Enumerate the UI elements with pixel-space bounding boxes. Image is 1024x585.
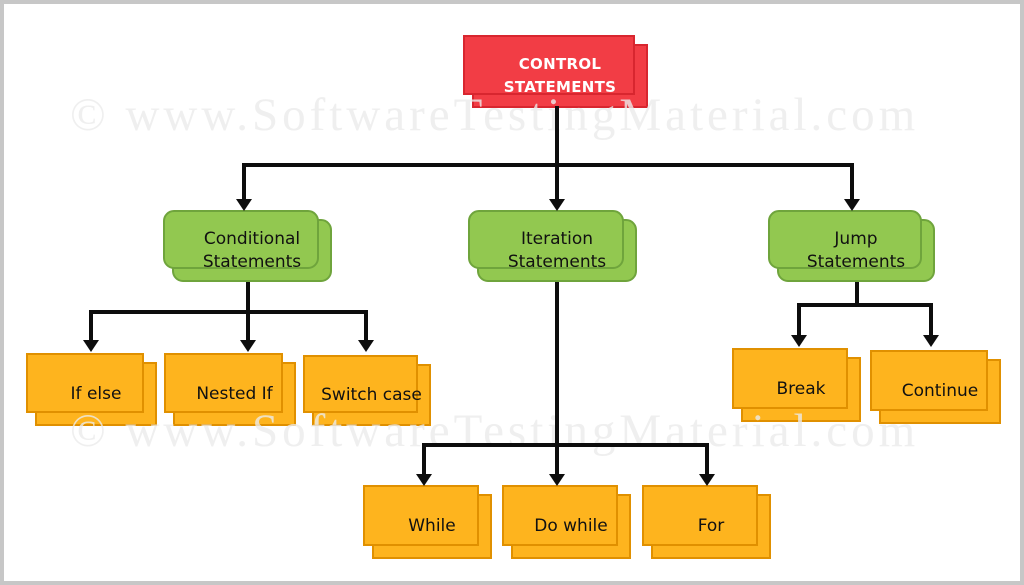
node-for: For: [642, 485, 771, 559]
arrowhead-jump: [844, 199, 860, 211]
node-if-else: If else: [26, 353, 157, 426]
connector-drop-nested-if: [246, 310, 250, 340]
node-while-label: While: [408, 516, 456, 537]
node-iteration-statements-label: Iteration Statements: [507, 229, 607, 272]
arrowhead-continue: [923, 335, 939, 347]
connector-drop-if-else: [89, 310, 93, 340]
node-conditional-statements-label: Conditional Statements: [202, 229, 302, 272]
node-jump-statements: Jump Statements: [768, 210, 935, 282]
node-continue-label: Continue: [901, 381, 979, 402]
node-nested-if-label: Nested If: [196, 383, 273, 404]
arrowhead-iteration: [549, 199, 565, 211]
node-do-while-label: Do while: [534, 516, 608, 537]
connector-iteration-stem: [555, 282, 559, 447]
connector-drop-do-while: [555, 443, 559, 474]
node-break-label: Break: [776, 379, 826, 400]
node-iteration-statements: Iteration Statements: [468, 210, 637, 282]
connector-jump-stem: [855, 282, 859, 307]
connector-drop-while: [422, 443, 426, 474]
node-nested-if: Nested If: [164, 353, 296, 426]
node-control-statements-label: CONTROL STATEMENTS: [503, 54, 617, 96]
connector-root-stem: [555, 106, 559, 167]
connector-drop-conditional: [242, 163, 246, 199]
node-jump-statements-label: Jump Statements: [806, 229, 906, 272]
arrowhead-do-while: [549, 474, 565, 486]
node-for-label: For: [697, 516, 725, 537]
connector-iteration-horizontal: [422, 443, 709, 447]
connector-drop-continue: [929, 303, 933, 335]
connector-drop-switch-case: [364, 310, 368, 340]
node-if-else-label: If else: [70, 383, 122, 404]
connector-conditional-stem: [246, 282, 250, 314]
node-switch-case-label: Switch case: [321, 384, 422, 405]
connector-level1-horizontal: [242, 163, 854, 167]
connector-drop-iteration: [555, 163, 559, 199]
node-continue: Continue: [870, 350, 1001, 424]
arrowhead-break: [791, 335, 807, 347]
arrowhead-nested-if: [240, 340, 256, 352]
connector-drop-for: [705, 443, 709, 474]
arrowhead-switch-case: [358, 340, 374, 352]
connector-drop-jump: [850, 163, 854, 199]
arrowhead-for: [699, 474, 715, 486]
node-switch-case: Switch case: [303, 355, 431, 426]
arrowhead-conditional: [236, 199, 252, 211]
node-while: While: [363, 485, 492, 559]
connector-conditional-horizontal: [89, 310, 368, 314]
node-break: Break: [732, 348, 861, 422]
node-do-while: Do while: [502, 485, 631, 559]
arrowhead-if-else: [83, 340, 99, 352]
connector-jump-horizontal: [797, 303, 933, 307]
connector-drop-break: [797, 303, 801, 335]
arrowhead-while: [416, 474, 432, 486]
node-control-statements: CONTROL STATEMENTS: [463, 35, 648, 108]
node-conditional-statements: Conditional Statements: [163, 210, 332, 282]
